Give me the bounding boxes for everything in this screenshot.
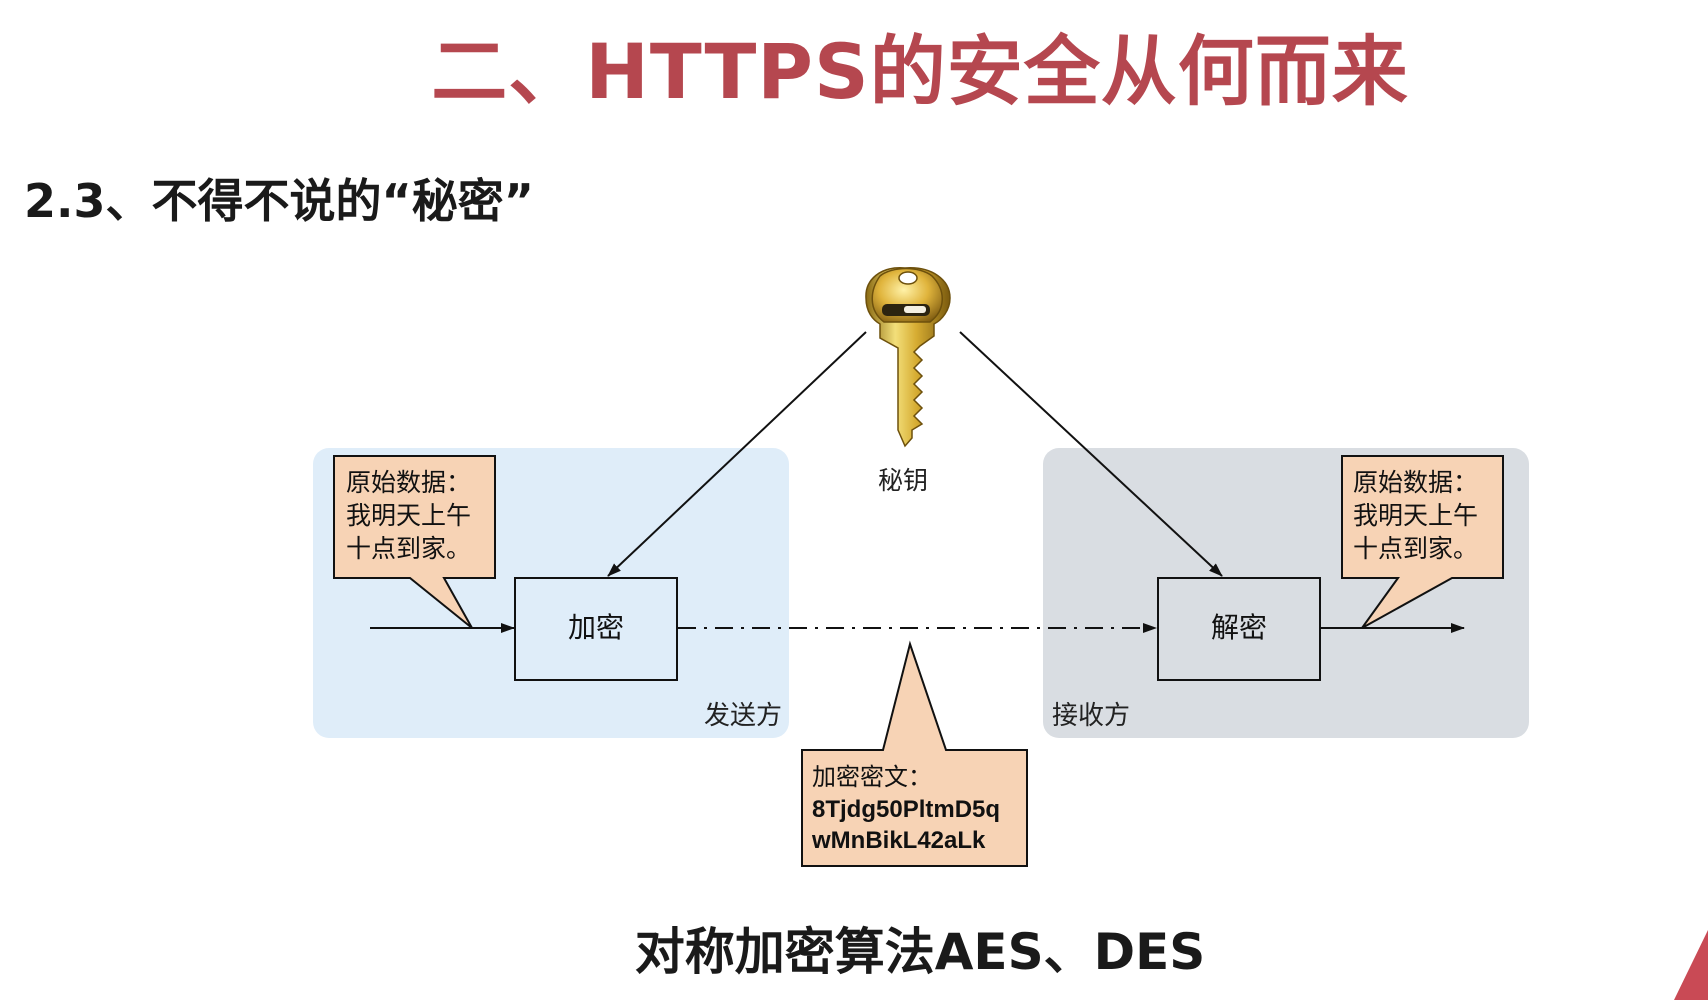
encrypt-box (514, 577, 678, 681)
decrypt-box (1157, 577, 1321, 681)
original-data-callout-right: 原始数据： 我明天上午 十点到家。 (1341, 455, 1504, 629)
key-label: 秘钥 (878, 466, 928, 495)
original-data-callout-left: 原始数据： 我明天上午 十点到家。 (333, 455, 496, 629)
original-right-line-2: 我明天上午 (1353, 501, 1478, 530)
receiver-label: 接收方 (1052, 701, 1130, 731)
decrypt-label: 解密 (1211, 611, 1267, 644)
section-subtitle: 2.3、不得不说的“秘密” (24, 174, 534, 228)
original-left-line-2: 我明天上午 (346, 501, 471, 530)
corner-decoration (1674, 930, 1708, 1000)
encrypt-label: 加密 (568, 611, 624, 644)
algorithm-caption: 对称加密算法AES、DES (634, 923, 1206, 981)
original-right-line-3: 十点到家。 (1353, 534, 1478, 563)
ciphertext-line-2: 8Tjdg50PltmD5q (812, 796, 1000, 823)
key-icon (865, 267, 951, 448)
sender-label: 发送方 (704, 701, 782, 731)
ciphertext-line-3: wMnBikL42aLk (811, 827, 986, 854)
original-left-line-1: 原始数据： (346, 468, 471, 497)
original-right-line-1: 原始数据： (1353, 468, 1478, 497)
original-left-line-3: 十点到家。 (346, 534, 471, 563)
page-title: 二、HTTPS的安全从何而来 (431, 27, 1409, 116)
ciphertext-callout: 加密密文： 8Tjdg50PltmD5q wMnBikL42aLk (801, 640, 1028, 867)
ciphertext-line-1: 加密密文： (812, 763, 932, 791)
